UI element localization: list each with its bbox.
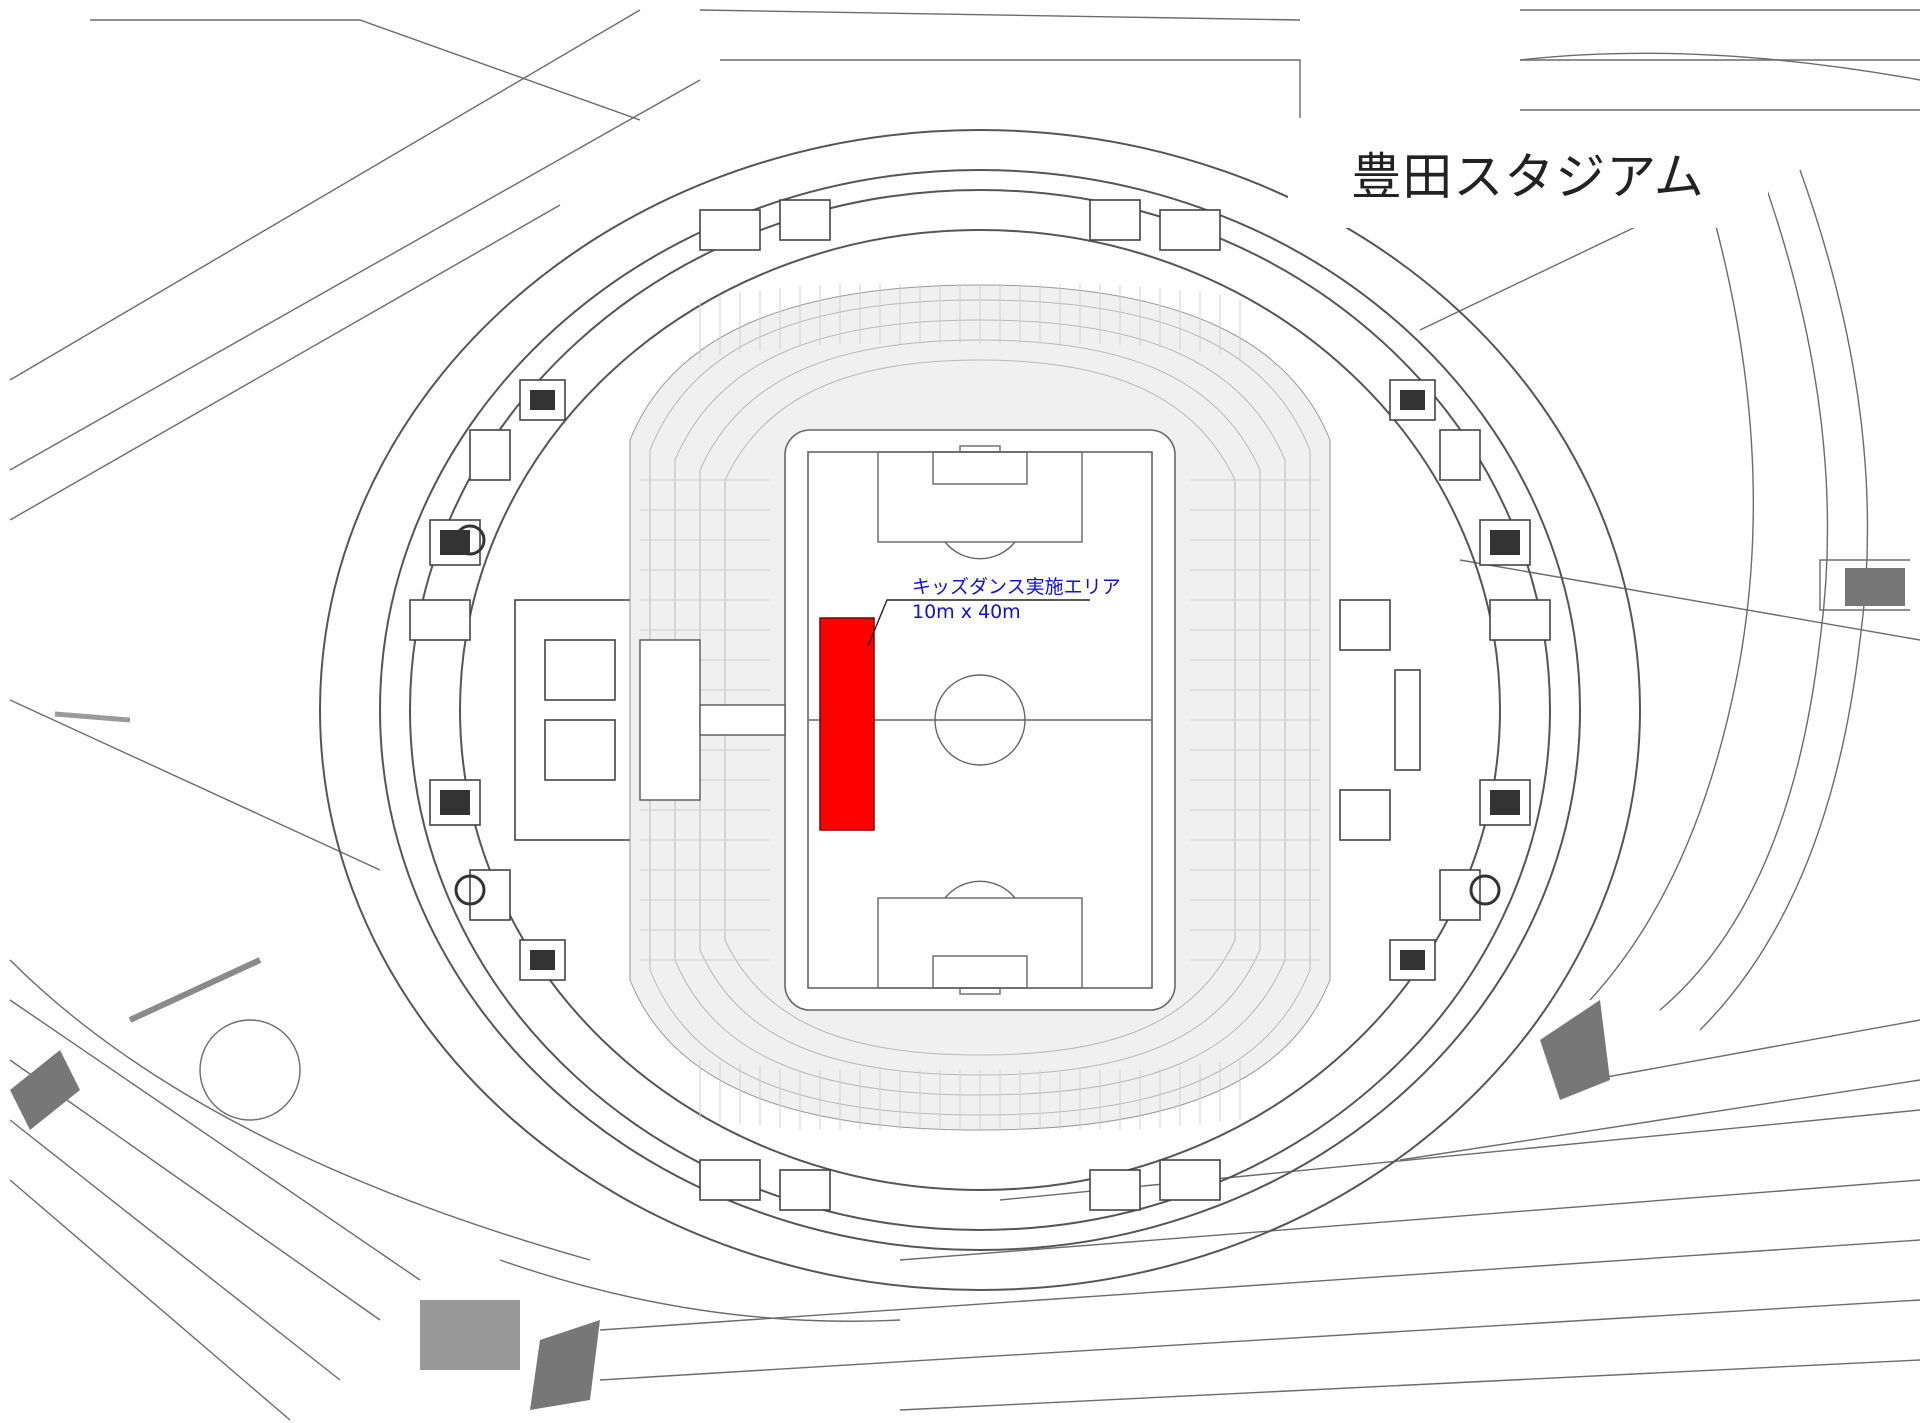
kids-dance-area <box>819 617 875 831</box>
annotation-leader <box>867 599 1090 647</box>
dance-area-annotation: キッズダンス実施エリア 10m x 40m <box>912 575 1121 625</box>
crosswalk-markings <box>10 568 1905 1410</box>
dance-area-size: 10m x 40m <box>912 601 1021 623</box>
title-panel: 豊田スタジアム <box>1288 118 1768 228</box>
dance-area-label: キッズダンス実施エリア <box>912 576 1121 598</box>
venue-title: 豊田スタジアム <box>1351 148 1705 206</box>
